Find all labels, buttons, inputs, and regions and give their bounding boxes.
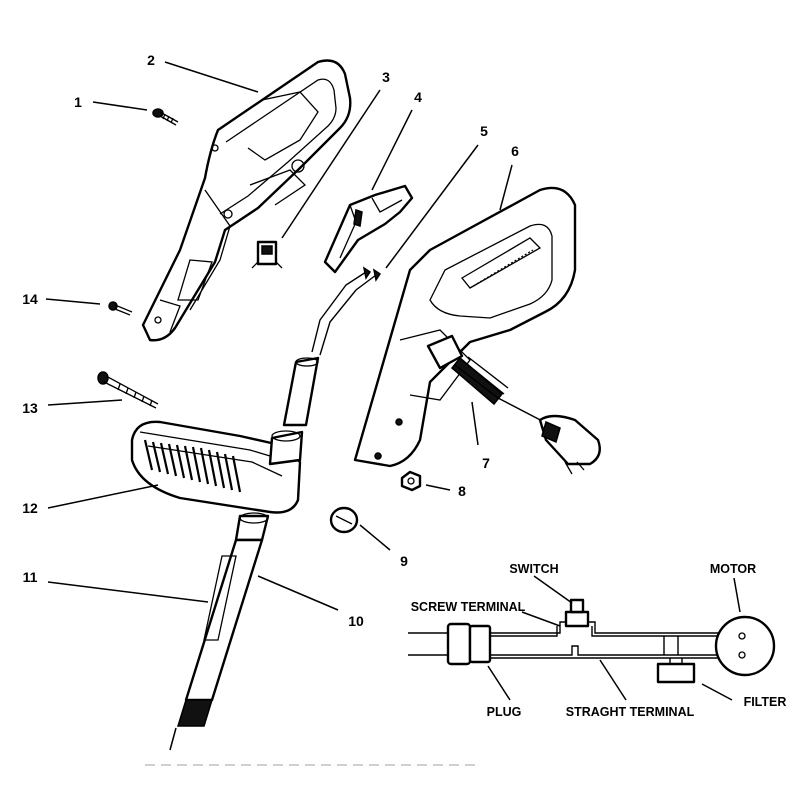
part-11-label-sticker <box>203 555 237 641</box>
leader-plug <box>487 665 511 701</box>
part-1-screw <box>152 108 179 126</box>
part-12-auxiliary-handle <box>130 420 304 514</box>
label-part-8: 8 <box>458 483 466 499</box>
switch-component <box>564 598 590 628</box>
leader-3 <box>281 89 381 239</box>
part-6-right-handle-half <box>353 186 577 468</box>
label-part-11: 11 <box>23 569 38 585</box>
motor-component <box>714 615 776 677</box>
leader-switch <box>533 575 573 604</box>
label-plug: PLUG <box>487 705 522 719</box>
grip-ribs <box>143 439 242 493</box>
part-2-left-handle-half <box>141 59 352 342</box>
leader-13 <box>47 399 123 406</box>
leader-motor <box>733 577 741 613</box>
part-8-nut <box>400 470 422 492</box>
label-part-12: 12 <box>22 500 38 516</box>
label-part-6: 6 <box>511 143 519 159</box>
wiring-diagram: SWITCH MOTOR SCREW TERMINAL PLUG STRAGHT… <box>408 562 786 719</box>
part-13-bolt <box>97 371 159 409</box>
leader-10 <box>257 575 339 611</box>
label-motor: MOTOR <box>710 562 756 576</box>
label-filter: FILTER <box>744 695 787 709</box>
leader-4 <box>371 109 413 191</box>
label-part-14: 14 <box>22 291 38 307</box>
leader-6 <box>499 164 513 211</box>
part-9-knob <box>329 506 359 534</box>
label-switch: SWITCH <box>509 562 558 576</box>
leader-14 <box>45 298 101 305</box>
label-part-1: 1 <box>74 94 82 110</box>
part-10-shaft <box>169 512 270 751</box>
label-part-7: 7 <box>482 455 490 471</box>
circuit-wires <box>490 621 735 659</box>
label-part-5: 5 <box>480 123 488 139</box>
leader-9 <box>359 524 391 551</box>
label-part-2: 2 <box>147 52 155 68</box>
part-7-cord-plug <box>426 334 601 475</box>
leader-filter <box>701 683 733 701</box>
grip-sleeve <box>282 356 320 427</box>
label-part-4: 4 <box>414 89 422 105</box>
leader-2 <box>164 61 259 93</box>
leader-12 <box>47 484 159 509</box>
label-part-10: 10 <box>348 613 364 629</box>
part-14-screw <box>108 301 133 316</box>
leader-straight-terminal <box>599 659 627 701</box>
label-part-9: 9 <box>400 553 408 569</box>
leader-1 <box>92 101 148 111</box>
part-number-labels: 1 2 3 4 5 6 7 8 9 10 11 12 13 14 <box>22 52 519 629</box>
leader-11 <box>47 581 209 603</box>
leader-screw-terminal <box>521 611 561 627</box>
leader-5 <box>385 144 479 269</box>
label-part-13: 13 <box>22 400 38 416</box>
plug <box>408 622 492 666</box>
leader-7 <box>471 401 479 446</box>
label-part-3: 3 <box>382 69 390 85</box>
part-5-wires <box>311 266 382 356</box>
label-straight-terminal: STRAGHT TERMINAL <box>566 705 695 719</box>
filter-component <box>656 658 696 684</box>
part-3-switch <box>251 240 283 269</box>
leader-lines <box>45 61 513 611</box>
label-screw-terminal: SCREW TERMINAL <box>411 600 526 614</box>
part-4-trigger <box>323 184 414 274</box>
leader-8 <box>425 484 451 491</box>
